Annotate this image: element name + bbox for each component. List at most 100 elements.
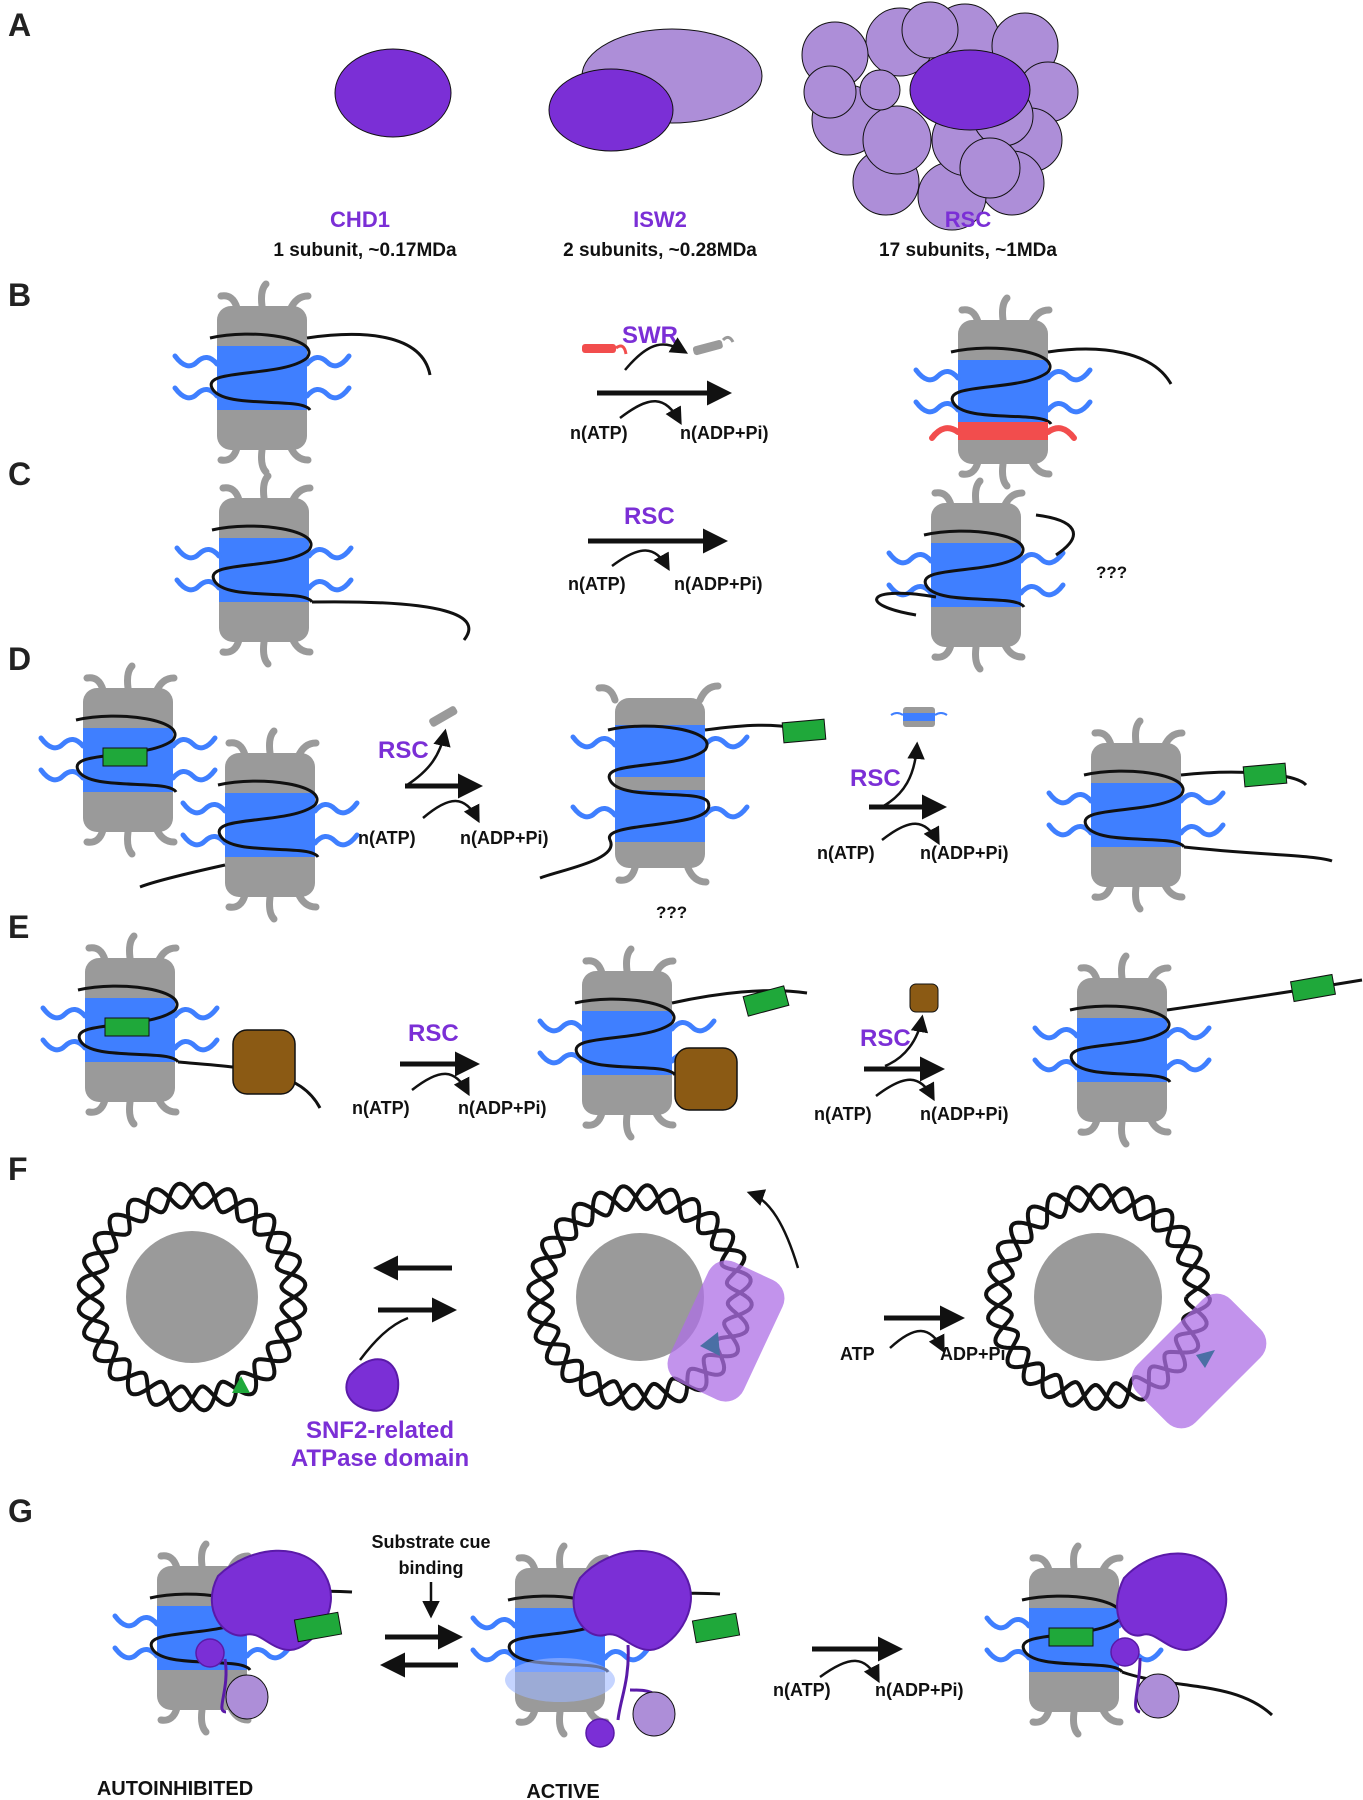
histone-core-f2 bbox=[576, 1233, 704, 1361]
binding-curve-f bbox=[359, 1316, 409, 1361]
rsc-label-d2: RSC bbox=[850, 765, 901, 792]
isw2-name: ISW2 bbox=[633, 207, 687, 232]
isw2-info: 2 subunits, ~0.28MDa bbox=[563, 240, 757, 261]
atpase-domain-icon bbox=[345, 1358, 400, 1412]
tf-site-f1 bbox=[232, 1376, 250, 1393]
accessory-domain-g3 bbox=[1136, 1673, 1180, 1719]
rsc-atpase-shape bbox=[909, 49, 1031, 131]
atpase-bound-f2 bbox=[667, 1260, 785, 1402]
nucleosome-c-start bbox=[177, 476, 471, 664]
linker-g3 bbox=[1134, 1657, 1142, 1714]
atpase-label-line2: ATPase domain bbox=[291, 1445, 469, 1472]
panel-c-letter: C bbox=[8, 456, 31, 492]
histone-core-f1 bbox=[126, 1231, 258, 1363]
adp-label-e2: n(ADP+Pi) bbox=[920, 1104, 1009, 1124]
nucleosome-e-mid bbox=[540, 949, 808, 1137]
autoinhibited-label: AUTOINHIBITED bbox=[97, 1778, 253, 1800]
eviction-curve-e2 bbox=[884, 1014, 929, 1068]
eviction-curve-d1 bbox=[406, 728, 451, 787]
atp-curve-c bbox=[611, 549, 670, 572]
unknown-label-c: ??? bbox=[1096, 563, 1127, 582]
tf-site-g1 bbox=[293, 1611, 343, 1643]
adp-label-d1: n(ADP+Pi) bbox=[460, 828, 549, 848]
cue-label-line1: Substrate cue bbox=[371, 1532, 490, 1552]
tf-site-f3 bbox=[1196, 1350, 1215, 1368]
rsc-info: 17 subunits, ~1MDa bbox=[879, 240, 1057, 261]
atp-curve-g bbox=[819, 1659, 880, 1684]
atp-curve-e2 bbox=[875, 1078, 935, 1102]
autoinhibitory-domain-g1 bbox=[195, 1638, 225, 1668]
atpase-g3 bbox=[1116, 1552, 1228, 1652]
accessory-domain-g2 bbox=[632, 1691, 676, 1737]
barrier-protein-e1 bbox=[232, 1029, 296, 1095]
nucleosome-b-end bbox=[916, 298, 1173, 486]
atpase-bound-f3 bbox=[1131, 1293, 1267, 1429]
atp-curve-e1 bbox=[411, 1072, 470, 1097]
atp-label-f: ATP bbox=[840, 1344, 875, 1364]
dna-loop-f1 bbox=[76, 1181, 308, 1413]
adp-label-e1: n(ADP+Pi) bbox=[458, 1098, 547, 1118]
chd1-shape bbox=[334, 48, 452, 138]
atpase-label-line1: SNF2-related bbox=[306, 1417, 454, 1444]
atp-label-b: n(ATP) bbox=[570, 423, 628, 443]
atp-curve-f bbox=[889, 1329, 945, 1354]
nucleosome-d2 bbox=[139, 731, 357, 919]
histone-core-f3 bbox=[1034, 1233, 1162, 1361]
rsc-name: RSC bbox=[945, 207, 992, 232]
tf-site-g2 bbox=[691, 1612, 741, 1644]
evicted-barrier-icon bbox=[909, 983, 939, 1013]
atpase-g2 bbox=[572, 1550, 692, 1652]
nucleosome-c-end bbox=[875, 481, 1075, 669]
tf-site-e-mid bbox=[742, 985, 790, 1017]
panel-f-letter: F bbox=[8, 1151, 28, 1187]
rsc-label-e2: RSC bbox=[860, 1025, 911, 1052]
h2a-dimer-icon bbox=[692, 335, 735, 356]
adp-label-b: n(ADP+Pi) bbox=[680, 423, 769, 443]
tf-site-f2 bbox=[700, 1332, 720, 1356]
isw2-atpase-shape bbox=[548, 68, 674, 152]
panel-d-letter: D bbox=[8, 641, 31, 677]
chd1-name: CHD1 bbox=[330, 207, 390, 232]
unknown-label-d: ??? bbox=[656, 903, 687, 922]
autoinhibitory-domain-g3 bbox=[1110, 1637, 1140, 1667]
stacked-nucleosomes-d bbox=[539, 682, 801, 886]
h2a-dimer-d1-icon bbox=[429, 706, 458, 727]
rsc-label-d1: RSC bbox=[378, 737, 429, 764]
linker-g1 bbox=[220, 1658, 228, 1714]
rsc-label-e1: RSC bbox=[408, 1020, 459, 1047]
atp-label-g: n(ATP) bbox=[773, 1680, 831, 1700]
h2az-dimer-icon bbox=[582, 344, 628, 355]
adp-label-d2: n(ADP+Pi) bbox=[920, 843, 1009, 863]
atp-label-d1: n(ATP) bbox=[358, 828, 416, 848]
atp-label-e2: n(ATP) bbox=[814, 1104, 872, 1124]
atp-label-d2: n(ATP) bbox=[817, 843, 875, 863]
exchange-curve-b bbox=[624, 337, 689, 371]
barrier-protein-e-mid bbox=[674, 1047, 738, 1111]
evicted-nucleosome-d-icon bbox=[890, 707, 948, 727]
adp-label-g: n(ADP+Pi) bbox=[875, 1680, 964, 1700]
nucleosome-b-start bbox=[175, 284, 432, 472]
dna-strand bbox=[76, 1181, 308, 1413]
autoinhibitory-domain-g2 bbox=[585, 1718, 615, 1748]
panel-b-letter: B bbox=[8, 277, 31, 313]
nucleosome-d1 bbox=[41, 666, 215, 854]
panel-g-letter: G bbox=[8, 1493, 33, 1529]
nucleosome-e-end bbox=[1035, 956, 1363, 1144]
atp-curve-b bbox=[619, 400, 682, 426]
adp-label-f: ADP+Pi bbox=[940, 1344, 1006, 1364]
nucleosome-d-end bbox=[1049, 721, 1333, 909]
atp-curve-d1 bbox=[422, 799, 480, 824]
translocation-arrow-f bbox=[746, 1189, 800, 1269]
accessory-domain-g1 bbox=[225, 1674, 269, 1720]
cue-label-line2: binding bbox=[399, 1558, 464, 1578]
atp-curve-d2 bbox=[881, 822, 940, 846]
chd1-info: 1 subunit, ~0.17MDa bbox=[273, 240, 457, 261]
eviction-curve-d2 bbox=[879, 741, 925, 810]
active-label: ACTIVE bbox=[526, 1781, 599, 1800]
atp-label-e1: n(ATP) bbox=[352, 1098, 410, 1118]
panel-e-letter: E bbox=[8, 909, 29, 945]
atp-label-c: n(ATP) bbox=[568, 574, 626, 594]
rsc-label-c: RSC bbox=[624, 503, 675, 530]
tf-site-d-mid bbox=[781, 718, 827, 744]
